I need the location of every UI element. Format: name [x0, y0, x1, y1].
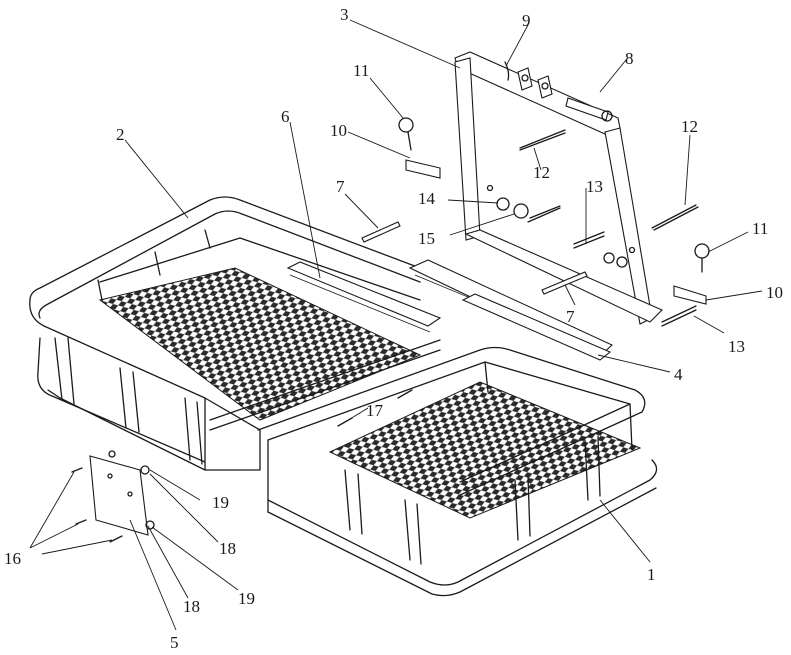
callout-7-right: 7: [566, 307, 575, 326]
right-mesh-floor: [328, 381, 642, 519]
callout-14: 14: [418, 189, 436, 208]
callout-4: 4: [674, 365, 683, 384]
callout-12-mid: 12: [533, 163, 550, 182]
callout-11-left: 11: [353, 61, 369, 80]
callout-10-left: 10: [330, 121, 347, 140]
right-basket-frame: [257, 346, 658, 597]
callout-12-right: 12: [681, 117, 698, 136]
callout-2: 2: [116, 125, 125, 144]
callout-3: 3: [340, 5, 349, 24]
left-mesh-floor: [98, 267, 422, 421]
callout-11-right: 11: [752, 219, 768, 238]
channel-part-4: [408, 259, 613, 361]
callout-19-lower: 19: [238, 589, 255, 608]
callout-18-upper: 18: [219, 539, 236, 558]
callout-15: 15: [418, 229, 435, 248]
callout-16: 16: [4, 549, 21, 568]
callout-6: 6: [281, 107, 290, 126]
hitch-frame-part-3: [454, 51, 663, 325]
callout-13-mid: 13: [586, 177, 603, 196]
callout-19-upper: 19: [212, 493, 229, 512]
callout-1: 1: [647, 565, 656, 584]
callout-5: 5: [170, 633, 179, 652]
plate-part-5: [89, 455, 149, 536]
callout-13-right: 13: [728, 337, 745, 356]
callout-18-lower: 18: [183, 597, 200, 616]
left-basket-frame: [29, 196, 441, 471]
callout-7-left: 7: [336, 177, 345, 196]
channel-part-6: [286, 261, 442, 333]
callout-9: 9: [522, 11, 531, 30]
callout-labels: 1 2 3 4 5 6 7 7 8 9 10 10 11 11 12 12 13…: [4, 5, 783, 652]
callout-8: 8: [625, 49, 634, 68]
callout-17: 17: [366, 401, 384, 420]
callout-10-right: 10: [766, 283, 783, 302]
leader-lines: [29, 19, 763, 631]
